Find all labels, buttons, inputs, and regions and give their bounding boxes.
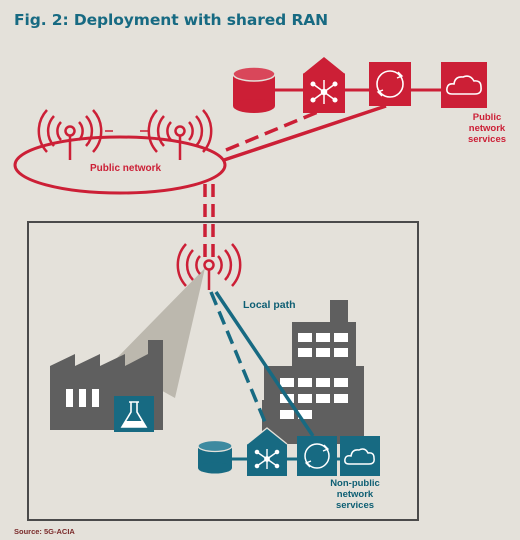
local-control-link — [209, 291, 269, 428]
public-network-services-label: Public network services — [462, 112, 512, 145]
local-path-label: Local path — [243, 299, 296, 311]
public-services-line: Public — [472, 112, 502, 123]
source-credit: Source: 5G-ACIA — [14, 527, 75, 536]
private-user-plane-icon — [297, 436, 337, 476]
public-network-function-icon — [302, 55, 346, 113]
public-network-label: Public network — [90, 163, 162, 174]
shared-ran-antenna-icon — [176, 243, 242, 290]
public-services-line: network — [468, 123, 506, 134]
public-antenna-icon — [147, 109, 213, 160]
flask-icon — [114, 396, 154, 432]
public-database-icon — [232, 66, 276, 113]
figure-title: Fig. 2: Deployment with shared RAN — [14, 11, 329, 29]
private-cloud-icon — [340, 436, 380, 476]
public-antenna-icon — [37, 109, 103, 160]
local-user-link — [214, 291, 315, 437]
local-site-frame — [27, 221, 419, 521]
public-solid-user-link — [223, 104, 387, 162]
non-public-services-line: services — [335, 500, 375, 511]
public-services-line: services — [467, 134, 507, 145]
public-cloud-icon — [441, 62, 487, 108]
public-user-plane-icon — [369, 62, 411, 106]
private-network-function-icon — [246, 427, 288, 476]
non-public-services-line: network — [336, 489, 374, 500]
non-public-services-line: Non-public — [330, 478, 380, 489]
private-database-icon — [197, 439, 233, 474]
public-network-ellipse — [13, 135, 227, 195]
office-building-icon — [262, 300, 364, 444]
non-public-network-services-label: Non-public network services — [325, 478, 385, 511]
